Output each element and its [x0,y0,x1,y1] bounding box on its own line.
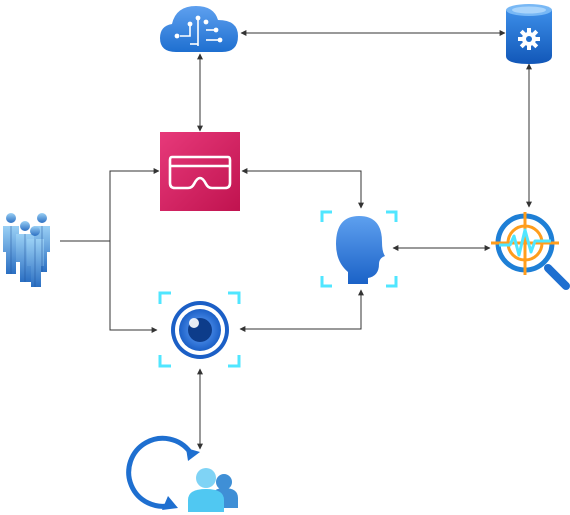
users-group-icon[interactable] [3,213,50,287]
edge-vision-to-face [239,289,364,332]
database-gear-icon[interactable] [506,4,552,64]
cloud-circuit-icon[interactable] [160,6,238,52]
eye-scan-icon[interactable] [158,291,241,368]
vr-headset-icon[interactable] [160,132,240,211]
edge-users-to-vr [109,168,160,241]
users-sync-icon[interactable] [126,435,238,512]
magnifier-waveform-icon[interactable] [491,212,570,290]
edges [60,30,532,450]
face-recognition-icon[interactable] [320,210,398,288]
edge-users-to-vision [109,241,158,333]
edge-vr-to-face [241,168,364,209]
